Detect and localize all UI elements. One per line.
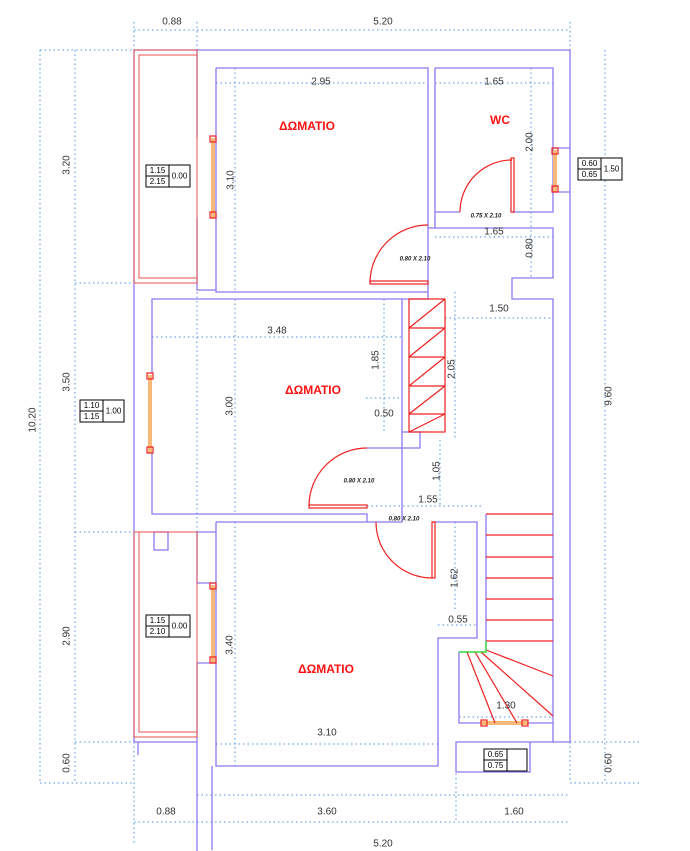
window-tag: 1.15 2.15 0.00 [145,164,191,188]
svg-text:1.15: 1.15 [84,412,100,421]
svg-text:0.75: 0.75 [488,761,504,770]
dim-wc-height: 2.00 [525,132,536,152]
svg-text:0.00: 0.00 [172,172,188,181]
dim-r2-height: 3.00 [225,396,236,416]
dim-hall-height: 0.80 [525,238,536,258]
closet [408,298,446,433]
door-label-room3: 0.80 X 2.10 [389,517,420,523]
dim-hall-width: 1.65 [484,227,504,238]
dim-right-bottom: 0.60 [604,753,615,773]
dim-r3-notch-height: 1.62 [450,568,461,588]
dim-left-1: 3.20 [62,155,73,175]
svg-text:0.65: 0.65 [582,170,598,179]
dim-left-4: 0.60 [62,753,73,773]
room-label-3: ΔΩΜΑΤΙΟ [298,662,354,676]
door-label-room1: 0.80 X 2.10 [400,257,431,263]
window-tag: 1.10 1.15 1.00 [79,399,125,423]
windows [146,135,559,727]
dim-r1-height: 3.10 [226,170,237,190]
dim-bottom-2: 3.60 [317,807,337,818]
column [153,531,169,551]
dim-stair-width: 1.50 [489,304,509,315]
svg-text:2.15: 2.15 [150,177,166,186]
walls [133,49,571,851]
dim-r3-notch-width: 0.55 [448,615,468,626]
dim-bottom-total: 5.20 [373,839,393,850]
balcony-bottom-inner [138,531,198,733]
staircase [459,513,554,724]
svg-text:1.10: 1.10 [84,401,100,410]
dim-stair-bottom: 1.30 [496,701,516,712]
dim-wc-width: 1.65 [484,77,504,88]
door-label-wc: 0.75 X 2.10 [471,214,502,220]
dim-hall2-width: 1.55 [418,495,438,506]
dim-r1-width: 2.95 [311,77,331,88]
dim-left-2: 3.50 [62,372,73,392]
dimension-lines [39,22,640,845]
doors [308,157,515,579]
svg-text:2.10: 2.10 [150,627,166,636]
dim-top-total: 5.20 [373,17,393,28]
svg-text:1.15: 1.15 [150,616,166,625]
dim-hall2-height: 1.05 [432,461,443,481]
door-label-room2: 0.80 X 2.10 [344,479,375,485]
dim-bottom-1: 0.88 [156,807,176,818]
dim-closet-height: 2.05 [447,359,458,379]
room-label-wc: WC [490,113,510,127]
room-label-2: ΔΩΜΑΤΙΟ [285,383,341,397]
svg-text:0.00: 0.00 [172,622,188,631]
window-tag: 0.65 0.75 [483,748,528,772]
window-tag: 1.15 2.10 0.00 [145,614,191,638]
dim-left-3: 2.90 [62,626,73,646]
svg-text:1.50: 1.50 [604,165,620,174]
svg-text:1.15: 1.15 [150,166,166,175]
dim-top-left: 0.88 [162,17,182,28]
dim-right-total: 9.60 [604,386,615,406]
dim-r2-h1: 1.85 [371,350,382,370]
balcony-top-inner [138,54,198,279]
dim-r2-width: 3.48 [267,326,287,337]
svg-text:0.60: 0.60 [582,159,598,168]
dim-r2-notch: 0.50 [374,409,394,420]
room-label-1: ΔΩΜΑΤΙΟ [279,119,335,133]
svg-text:0.65: 0.65 [488,750,504,759]
svg-text:1.00: 1.00 [106,407,122,416]
dim-r3-width: 3.10 [317,728,337,739]
window-tag: 0.60 0.65 1.50 [577,157,623,181]
dim-r3-height: 3.40 [225,635,236,655]
dim-bottom-3: 1.60 [504,807,524,818]
dim-left-total: 10.20 [28,407,39,432]
